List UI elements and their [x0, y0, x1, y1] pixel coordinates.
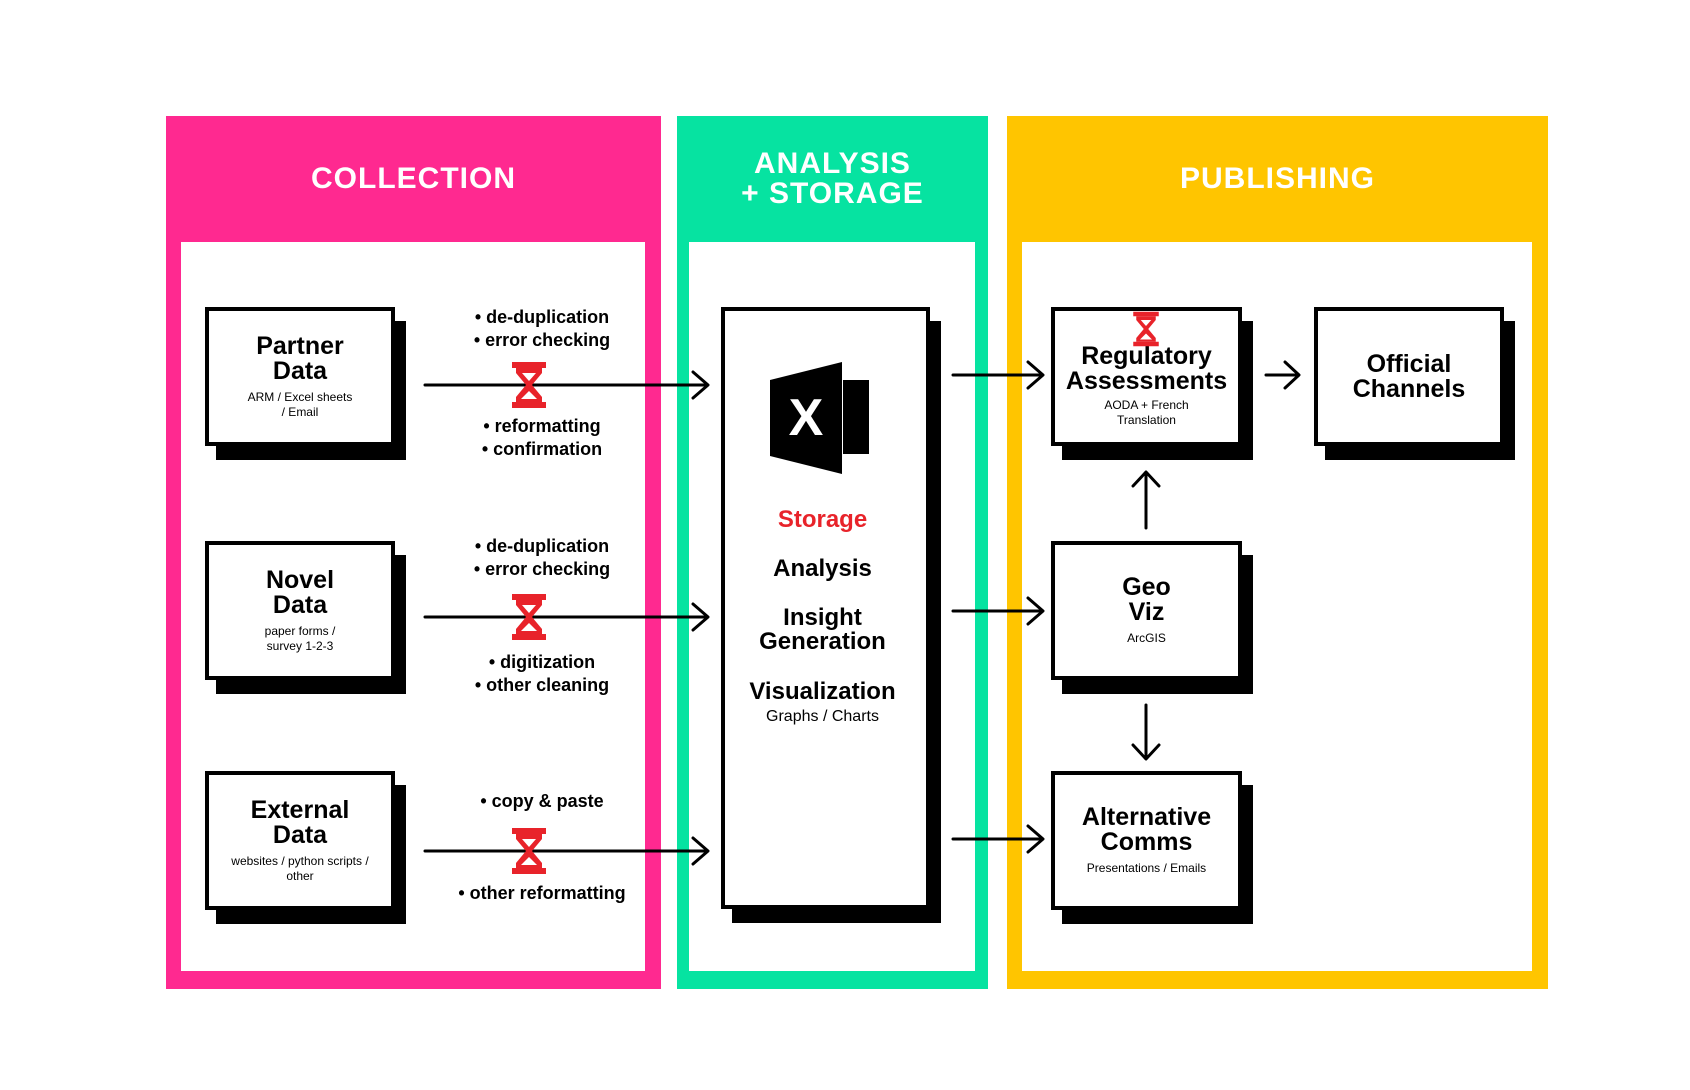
- external-data-box[interactable]: External Data websites / python scripts …: [205, 771, 395, 910]
- regulatory-subtitle: AODA + French Translation: [1104, 398, 1189, 427]
- excel-icon: X: [770, 362, 874, 474]
- geoviz-box[interactable]: Geo Viz ArcGIS: [1051, 541, 1242, 680]
- note: • de-duplication: [474, 307, 610, 327]
- altcomms-subtitle: Presentations / Emails: [1086, 861, 1207, 876]
- partner-data-subtitle: ARM / Excel sheets / Email: [247, 390, 353, 419]
- external-data-subtitle: websites / python scripts / other: [231, 854, 369, 883]
- note: • error checking: [473, 558, 611, 579]
- note: • copy & paste: [480, 791, 604, 811]
- note: • reformatting: [483, 416, 601, 436]
- partner-notes-below: • reformatting • confirmation: [422, 415, 662, 460]
- novel-data-title: Novel Data: [265, 566, 335, 620]
- insight-label: Insight Generation: [759, 604, 886, 655]
- partner-data-title: Partner Data: [256, 332, 344, 386]
- visualization-label: Visualization: [749, 678, 896, 705]
- note: • error checking: [473, 329, 611, 350]
- novel-notes-below: • digitization • other cleaning: [422, 651, 662, 696]
- novel-data-subtitle: paper forms / survey 1-2-3: [264, 624, 336, 653]
- storage-label: Storage: [777, 506, 868, 533]
- official-channels-box[interactable]: Official Channels: [1314, 307, 1504, 446]
- analysis-label: Analysis: [773, 555, 872, 582]
- altcomms-title: Alternative Comms: [1081, 803, 1212, 857]
- excel-letter: X: [789, 389, 824, 447]
- note: • digitization: [488, 652, 596, 672]
- geoviz-subtitle: ArcGIS: [1127, 631, 1166, 646]
- geoviz-title: Geo Viz: [1122, 573, 1171, 627]
- note: • de-duplication: [474, 536, 610, 556]
- note: • other reformatting: [458, 883, 626, 903]
- visualization-subtitle: Graphs / Charts: [766, 708, 879, 725]
- partner-notes-above: • de-duplication • error checking: [422, 306, 662, 351]
- analysis-title: ANALYSIS + STORAGE: [741, 147, 924, 210]
- regulatory-title: Regulatory Assessments: [1065, 342, 1228, 396]
- regulatory-box[interactable]: Regulatory Assessments AODA + French Tra…: [1051, 307, 1242, 446]
- external-data-title: External Data: [250, 796, 350, 850]
- novel-data-box[interactable]: Novel Data paper forms / survey 1-2-3: [205, 541, 395, 680]
- collection-title: COLLECTION: [311, 162, 516, 195]
- center-storage: Storage: [721, 508, 924, 532]
- external-notes-above: • copy & paste: [422, 790, 662, 813]
- note: • confirmation: [481, 438, 603, 459]
- note: • other cleaning: [474, 674, 610, 695]
- altcomms-box[interactable]: Alternative Comms Presentations / Emails: [1051, 771, 1242, 910]
- center-visualization: Visualization Graphs / Charts: [721, 680, 924, 726]
- novel-notes-above: • de-duplication • error checking: [422, 535, 662, 580]
- partner-data-box[interactable]: Partner Data ARM / Excel sheets / Email: [205, 307, 395, 446]
- publishing-title: PUBLISHING: [1179, 162, 1375, 195]
- official-channels-title: Official Channels: [1352, 349, 1466, 403]
- center-insight: Insight Generation: [721, 606, 924, 654]
- external-notes-below: • other reformatting: [422, 882, 662, 905]
- center-analysis: Analysis: [721, 557, 924, 581]
